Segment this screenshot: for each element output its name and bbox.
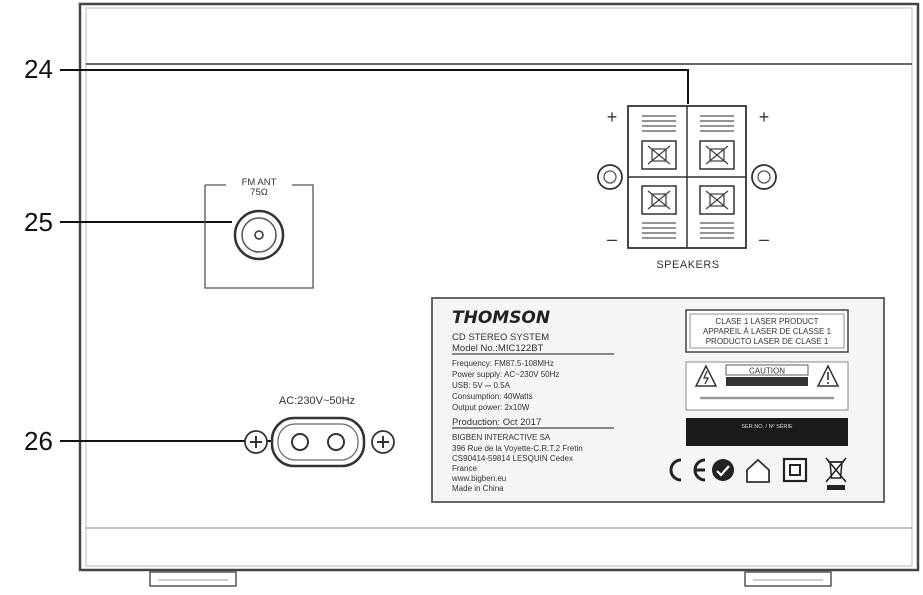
spec-usb: USB: 5V ⎓ 0.5A <box>452 381 511 390</box>
ac-voltage-label: AC:230V~50Hz <box>279 395 355 407</box>
weee-crossed-bin-icon <box>825 457 847 490</box>
callout-26: 26 <box>24 426 53 456</box>
callout-24-leader <box>60 69 689 104</box>
callout-24: 24 <box>24 54 53 84</box>
speaker-terminals: + + – – SPEAKERS <box>597 105 777 271</box>
serial-number-bar <box>686 418 848 446</box>
laser-line-1: CLASE 1 LASER PRODUCT <box>715 317 818 326</box>
speaker-plus-left: + <box>607 107 618 127</box>
fm-ant-label: FM ANT <box>242 177 277 188</box>
spec-power-supply: Power supply: AC~230V 50Hz <box>452 370 559 379</box>
speakers-label: SPEAKERS <box>656 259 719 271</box>
spec-output: Output power: 2x10W <box>452 403 530 412</box>
model-number: Model No.:MIC122BT <box>452 343 544 354</box>
spec-consumption: Consumption: 40Watts <box>452 392 533 401</box>
speaker-minus-left: – <box>607 229 617 249</box>
housing-inner-edge <box>85 7 913 567</box>
ce-mark-icon <box>669 458 706 482</box>
product-type: CD STEREO SYSTEM <box>452 332 549 343</box>
rating-plate: THOMSON CD STEREO SYSTEM Model No.:MIC12… <box>431 297 885 503</box>
company-address-2: CS90414-59814 LESQUIN Cedex <box>452 454 573 463</box>
company-website: www.bigben.eu <box>451 474 506 483</box>
company-address-3: France <box>452 464 477 473</box>
caution-label: CAUTION <box>749 367 785 376</box>
speaker-plus-right: + <box>759 107 770 127</box>
laser-class-box <box>685 309 849 353</box>
indoor-use-house-icon <box>746 458 770 483</box>
laser-line-2: APPAREIL À LASER DE CLASSE 1 <box>703 327 832 336</box>
brand-logo: THOMSON <box>452 308 550 328</box>
made-in: Made in China <box>452 484 504 493</box>
serial-number-label: SER.NO. / Nº SÉRIE <box>741 423 793 430</box>
warning-triangle-left-icon <box>694 364 718 387</box>
right-foot <box>744 571 832 587</box>
speaker-minus-right: – <box>759 229 769 249</box>
fm-antenna-socket: FM ANT 75Ω <box>204 177 314 289</box>
callout-25: 25 <box>24 207 53 237</box>
spec-frequency: Frequency: FM87.5-108MHz <box>452 359 554 368</box>
company-name: BIGBEN INTERACTIVE SA <box>452 433 551 442</box>
left-foot <box>149 571 237 587</box>
laser-line-3: PRODUCTO LASER DE CLASE 1 <box>706 337 829 346</box>
company-address-1: 396 Rue de la Voyette-C.R.T.2 Fretin <box>452 444 583 453</box>
production-date: Production: Oct 2017 <box>452 417 541 428</box>
double-insulation-icon <box>782 457 808 483</box>
recycling-logo-icon <box>712 459 734 481</box>
fm-impedance-label: 75Ω <box>250 187 268 198</box>
ac-power-inlet: AC:230V~50Hz <box>244 395 395 468</box>
